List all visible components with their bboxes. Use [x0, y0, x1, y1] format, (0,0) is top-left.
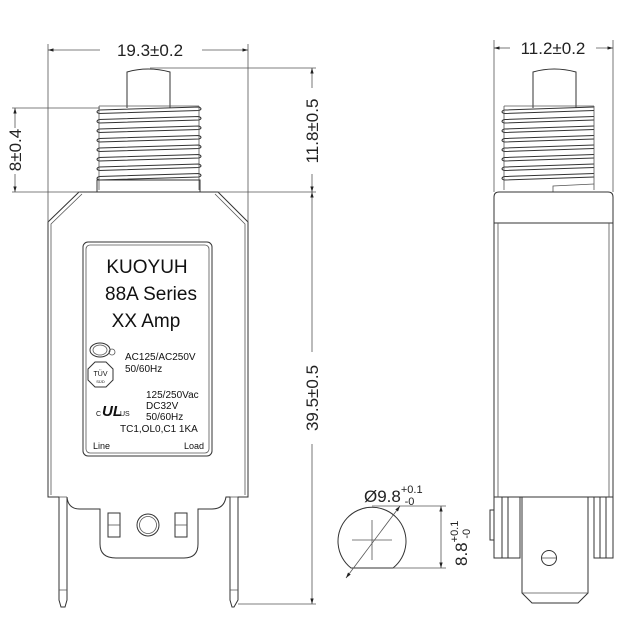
side-terminal-blade: [521, 497, 589, 604]
tuv-sub-text: SÜD: [96, 379, 105, 384]
rivet: [136, 513, 160, 537]
thread: [96, 105, 202, 190]
label-series: 88A Series: [105, 284, 197, 305]
dim-hole-diameter-lower: -0: [405, 496, 415, 508]
thread-outline: [98, 105, 200, 190]
ul-rating-2: DC32V: [146, 401, 179, 412]
dim-hole-flat: 8.8+0.1-0: [449, 521, 473, 566]
ccc-rating-2: 50/60Hz: [125, 364, 162, 375]
ul-rating-4: TC1,OL0,C1 1KA: [120, 424, 198, 435]
ul-us-text: US: [120, 411, 130, 418]
label-brand: KUOYUH: [106, 257, 187, 278]
ul-rating-3: 50/60Hz: [146, 412, 183, 423]
body-outline: [47, 191, 249, 608]
ul-c-text: C: [96, 411, 101, 418]
side-clip: [489, 509, 495, 541]
dim-width-side: 11.2±0.2: [521, 39, 586, 58]
dim-width-front: 19.3±0.2: [117, 41, 183, 60]
thread-ridges: [501, 106, 595, 181]
side-dimensions: 11.2±0.2: [493, 39, 614, 192]
side-body: [493, 191, 614, 498]
side-thread: [501, 105, 595, 190]
cul-us-logo-icon: C UL US: [96, 403, 130, 420]
terminal-load-label: Load: [184, 441, 204, 451]
ul-text: UL: [102, 403, 122, 420]
thread-ridges: [96, 106, 202, 181]
actuator-stem: [126, 68, 171, 108]
dim-hole-diameter: Ø9.8+0.1-0: [364, 484, 423, 508]
side-view: [489, 68, 614, 604]
label-plate: [82, 241, 213, 457]
panel-hole-detail: Ø9.8+0.1-0 8.8+0.1-0: [337, 484, 473, 579]
side-terminal-tabs: [493, 497, 614, 559]
tuv-text: TÜV: [94, 370, 108, 378]
dim-hole-flat-upper: +0.1: [449, 521, 461, 543]
front-dimensions: 19.3±0.2 8±0.4 11.8±0.5 39.5±0.5: [6, 41, 322, 604]
front-view: KUOYUH 88A Series XX Amp AC125/AC250V 50…: [47, 68, 316, 608]
dim-thread-height: 8±0.4: [6, 129, 25, 171]
ul-rating-1: 125/250Vac: [146, 390, 199, 401]
dim-hole-diameter-upper: +0.1: [401, 484, 423, 496]
label-rating: XX Amp: [112, 311, 181, 332]
ccc-rating-1: AC125/AC250V: [125, 352, 196, 363]
dim-hole-flat-base: 8.8: [452, 542, 471, 566]
dim-body-height: 39.5±0.5: [303, 365, 322, 431]
body-inner-edge: [50, 193, 246, 495]
side-actuator-stem: [532, 68, 577, 108]
terminal-line-label: Line: [93, 441, 110, 451]
ccc-logo-icon: [89, 342, 116, 358]
dim-actuator-height: 11.8±0.5: [303, 99, 322, 164]
tuv-logo-icon: TÜV SÜD: [87, 361, 114, 388]
label-plate-inner: [85, 244, 210, 454]
pin-lines: [59, 496, 238, 591]
thread-base: [96, 179, 201, 193]
dim-hole-flat-lower: -0: [461, 529, 473, 539]
dim-hole-diameter-base: Ø9.8: [364, 487, 401, 506]
thread-outline: [503, 105, 595, 190]
